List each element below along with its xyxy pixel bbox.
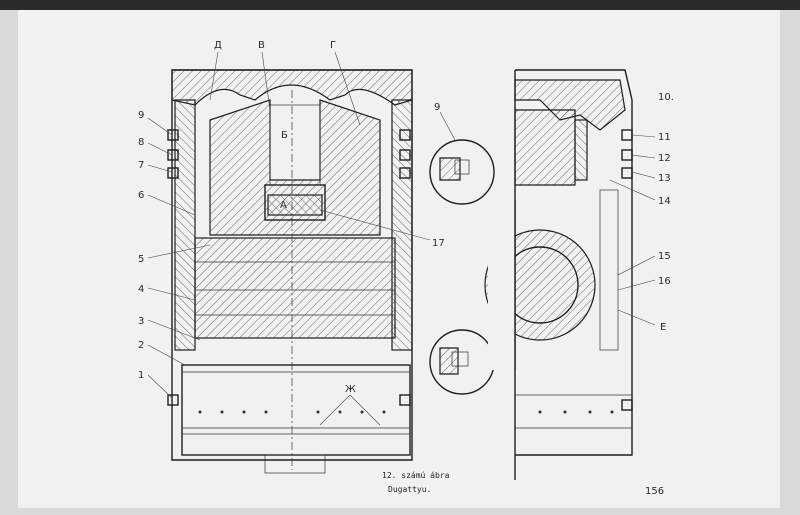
oil-holes-row (198, 410, 386, 414)
right-inner-wall (599, 189, 619, 351)
pin-boss (194, 237, 396, 339)
label-11: 11 (658, 132, 671, 143)
ring-groove-l4 (167, 394, 179, 406)
page-number: 156 (645, 486, 664, 497)
label-14: 14 (658, 196, 671, 207)
ring-groove-r3 (399, 167, 411, 179)
label-d: Д (214, 40, 222, 51)
left-wall (174, 99, 196, 351)
label-15: 15 (658, 251, 671, 262)
label-g: Г (330, 40, 336, 51)
right-crown (514, 79, 626, 131)
caption-line-2: Dugattyu. (388, 485, 431, 494)
label-5: 5 (138, 254, 144, 265)
detail-circle-top (429, 139, 495, 205)
label-16: 16 (658, 276, 671, 287)
right-upper-block (514, 109, 576, 186)
ring-groove-r2 (399, 149, 411, 161)
left-crown (171, 69, 413, 106)
right-outer-body (515, 69, 633, 456)
left-section-view (167, 69, 413, 474)
leader-lines (147, 51, 656, 426)
insert-block-hatch (267, 194, 323, 216)
ring-groove-l2 (167, 149, 179, 161)
label-4: 4 (138, 284, 144, 295)
label-3: 3 (138, 316, 144, 327)
rod-stub (264, 454, 326, 474)
right-bolt (574, 119, 588, 181)
label-a: А (280, 200, 287, 211)
caption-line-1: 12. számú ábra (382, 471, 450, 480)
label-zh: Ж (345, 384, 356, 395)
label-e: Е (660, 322, 666, 333)
pin-clip-mask (488, 200, 515, 370)
label-17: 17 (432, 238, 445, 249)
detail-circle-bottom (429, 329, 495, 395)
label-1: 1 (138, 370, 144, 381)
label-10: 10. (658, 92, 674, 103)
label-b: Б (281, 130, 288, 141)
label-7: 7 (138, 160, 144, 171)
right-section-view (484, 69, 633, 480)
label-12: 12 (658, 153, 671, 164)
label-13: 13 (658, 173, 671, 184)
insert-block (264, 184, 326, 221)
top-dark-band (0, 0, 800, 10)
label-2: 2 (138, 340, 144, 351)
ring-groove-l1 (167, 129, 179, 141)
label-8: 8 (138, 137, 144, 148)
label-6: 6 (138, 190, 144, 201)
ring-groove-r4 (399, 394, 411, 406)
right-ring-4 (621, 399, 633, 411)
right-ring-3 (621, 167, 633, 179)
label-9b: 9 (434, 102, 440, 113)
right-wall (391, 99, 413, 351)
label-v: В (258, 40, 265, 51)
ring-groove-r1 (399, 129, 411, 141)
label-9: 9 (138, 110, 144, 121)
ring-groove-l3 (167, 167, 179, 179)
right-oil-holes (538, 410, 614, 414)
part-labels: Д В Г Б А Ж Е 9 8 7 6 5 4 3 2 1 9 17 10.… (138, 40, 674, 395)
